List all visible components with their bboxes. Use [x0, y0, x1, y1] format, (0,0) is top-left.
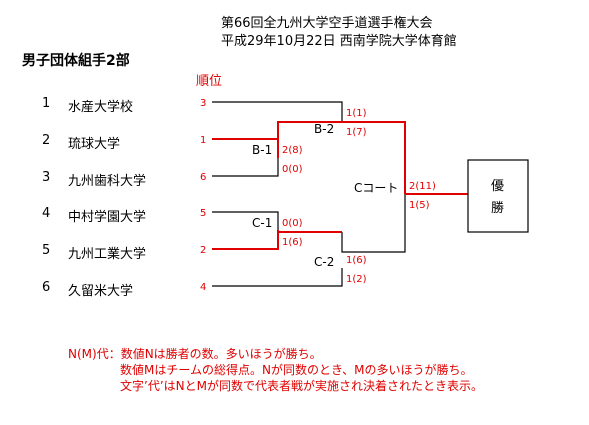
champion-label-1: 優 [491, 179, 504, 194]
score-final-top: 2(11) [409, 181, 436, 192]
note-line: 数値Mはチームの総得点。Nが同数のとき、Mの多いほうが勝ち。 [120, 363, 473, 377]
bracket-line-c2-to-final [341, 194, 406, 253]
score-b1-bottom: 0(0) [282, 164, 303, 175]
team-name: 久留米大学 [68, 284, 134, 299]
match-label-c2: C-2 [314, 255, 334, 269]
bracket-line-team4 [212, 211, 279, 230]
bracket-line-team1 [212, 101, 343, 122]
bracket-win-b2 [342, 121, 406, 194]
team-number: 4 [42, 206, 51, 221]
score-c2-top: 1(6) [346, 255, 367, 266]
bracket-win-b1 [277, 121, 342, 158]
team-name: 九州工業大学 [68, 247, 147, 262]
score-final-bottom: 1(5) [409, 200, 430, 211]
team-number: 1 [42, 96, 51, 111]
team-rank: 3 [200, 98, 206, 109]
bracket-line-team3 [212, 158, 279, 177]
note-line: N(M)代：数値Nは勝者の数。多いほうが勝ち。 [68, 347, 322, 361]
tournament-title: 第66回全九州大学空手道選手権大会 [221, 16, 433, 31]
team-name: 水産大学校 [68, 100, 134, 115]
score-c1-top: 0(0) [282, 218, 303, 229]
bracket-win-c1 [277, 230, 342, 233]
section-title: 男子団体組手2部 [22, 53, 130, 69]
match-label-b1: B-1 [252, 143, 272, 157]
champion-box [467, 159, 529, 233]
team-rank: 2 [200, 245, 206, 256]
score-c1-bottom: 1(6) [282, 237, 303, 248]
score-b2-bottom: 1(7) [346, 127, 367, 138]
bracket-line-team6 [212, 268, 343, 287]
score-b1-top: 2(8) [282, 145, 303, 156]
team-name: 琉球大学 [68, 137, 121, 152]
team-number: 3 [42, 170, 51, 185]
note-line: 文字’代’はNとMが同数で代表者戦が実施され決着されたとき表示。 [120, 379, 483, 393]
team-rank: 1 [200, 135, 206, 146]
team-name: 中村学園大学 [68, 210, 147, 225]
legend-notes: N(M)代：数値Nは勝者の数。多いほうが勝ち。 数値Mはチームの総得点。Nが同数… [68, 346, 483, 394]
team-number: 6 [42, 280, 51, 295]
tournament-date-venue: 平成29年10月22日 西南学院大学体育館 [221, 34, 457, 49]
team-rank: 5 [200, 208, 206, 219]
score-c2-bottom: 1(2) [346, 274, 367, 285]
team-rank: 4 [200, 282, 206, 293]
team-number: 2 [42, 133, 51, 148]
bracket-win-team5 [212, 230, 279, 250]
rank-header: 順位 [196, 74, 223, 89]
team-number: 5 [42, 243, 51, 258]
team-rank: 6 [200, 172, 206, 183]
match-label-c1: C-1 [252, 216, 272, 230]
score-b2-top: 1(1) [346, 108, 367, 119]
team-name: 九州歯科大学 [68, 174, 147, 189]
champion-label-2: 勝 [491, 201, 504, 216]
match-label-final: Cコート [354, 181, 398, 195]
match-label-b2: B-2 [314, 122, 334, 136]
